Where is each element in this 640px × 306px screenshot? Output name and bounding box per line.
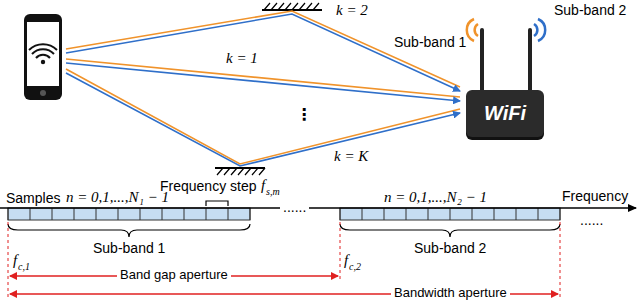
phone-screen — [27, 22, 59, 86]
bottom-reflector — [215, 168, 265, 175]
label-text: k = 1 — [226, 50, 258, 67]
wave-blue — [538, 19, 545, 41]
label-text: s,m — [266, 186, 280, 198]
ray-blue — [66, 14, 460, 91]
phone-button — [40, 90, 46, 96]
ray-blue — [66, 63, 460, 101]
label-text: Sub-band 2 — [414, 240, 486, 256]
wifi-dot — [41, 60, 45, 64]
label-text: f — [344, 252, 348, 269]
label-text: Sub-band 1 — [394, 34, 466, 50]
reflector-hatch — [217, 168, 265, 175]
label-text: ...... — [580, 212, 603, 228]
label-text: c,2 — [349, 261, 361, 273]
wifi-arc — [32, 49, 54, 54]
label-text: Bandwidth aperture — [391, 286, 510, 301]
label-text: Sub-band 2 — [554, 2, 626, 18]
wifi-arc — [36, 55, 50, 58]
frequency-axis — [0, 201, 636, 237]
router-antennas — [467, 19, 545, 92]
label-text: ...... — [280, 199, 309, 215]
antenna — [480, 30, 484, 92]
label-text: n = 0,1,...,N₁ − 1 — [66, 189, 169, 206]
sample-ticks — [8, 208, 250, 220]
label-text: f — [13, 252, 17, 269]
router-label: WiFi — [484, 102, 526, 124]
step-bracket — [206, 201, 228, 206]
label-text: Samples — [6, 190, 60, 206]
wifi-arc — [29, 44, 57, 50]
brace — [8, 224, 250, 237]
sub-band-bar — [340, 208, 560, 220]
ray-orange — [66, 59, 460, 97]
axis-arrow — [0, 207, 636, 208]
wave-orange — [475, 24, 478, 36]
label-text: Band gap aperture — [117, 268, 231, 283]
aperture-guide — [8, 222, 560, 300]
sub-band-bar — [8, 208, 250, 220]
phone-icon — [24, 14, 62, 100]
sample-ticks — [340, 208, 560, 220]
wave-blue — [534, 24, 537, 36]
phone-body — [24, 14, 62, 100]
reflector-hatch — [264, 3, 319, 10]
label-text: k = K — [334, 148, 368, 165]
wave-orange — [467, 19, 474, 41]
label-text: Frequency step — [160, 178, 257, 194]
label-text: n = 0,1,...,N₂ − 1 — [384, 189, 487, 206]
brace — [340, 224, 560, 237]
router-box: WiFi — [466, 90, 544, 137]
ray-orange — [66, 69, 460, 164]
aperture-arrows — [8, 222, 560, 300]
ray-blue — [66, 73, 460, 166]
label-text: k = 2 — [336, 2, 368, 19]
label-text: f — [261, 177, 265, 194]
label-text: Sub-band 1 — [93, 240, 165, 256]
antenna — [528, 30, 532, 92]
label-text: Frequency — [562, 188, 628, 204]
top-reflector — [262, 3, 322, 10]
label-text: ⋮ — [296, 106, 312, 124]
label-text: c,1 — [18, 261, 30, 273]
